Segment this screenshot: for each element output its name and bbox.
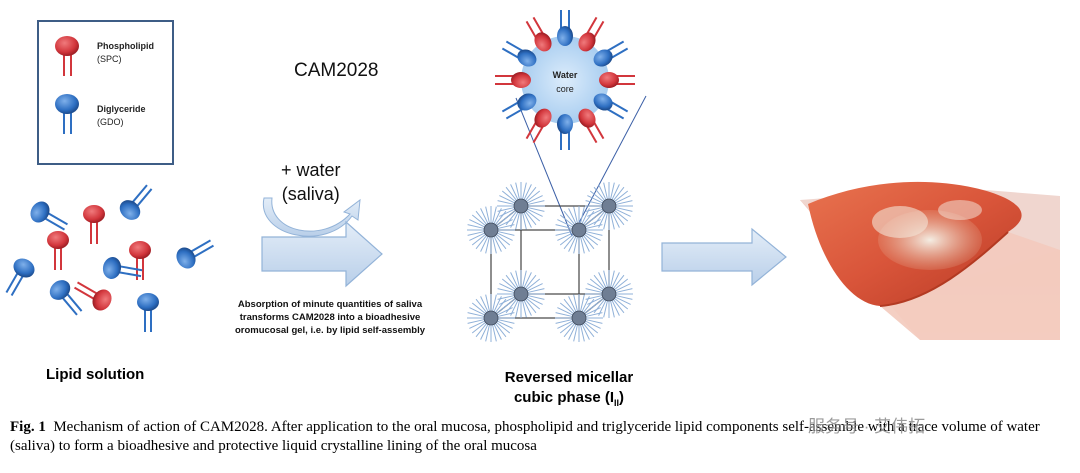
lattice-micelle-node — [555, 206, 603, 254]
micelle-phospholipid — [599, 72, 635, 88]
micelle-diglyceride — [593, 93, 629, 120]
svg-text:Water: Water — [553, 70, 578, 80]
phospholipid-icon — [55, 36, 79, 76]
legend-item-phospholipid: Phospholipid (SPC) — [97, 41, 154, 64]
lattice-micelle-node — [467, 294, 515, 342]
micelle-phospholipid — [525, 16, 552, 52]
diglyceride-icon — [55, 94, 79, 134]
svg-text:core: core — [556, 84, 574, 94]
micelle-diglyceride — [557, 114, 573, 150]
caption-text: Mechanism of action of CAM2028. After ap… — [10, 419, 1040, 454]
reverse-micelle — [495, 10, 647, 237]
transform-arrow — [261, 220, 383, 288]
water-curve-arrow — [262, 197, 361, 237]
lattice-micelle-node — [497, 270, 545, 318]
application-arrow — [661, 227, 787, 287]
watermark: 服务号 · 艾伟拓 — [808, 417, 926, 436]
water-core-label: Water core — [553, 70, 578, 94]
lattice-micelle-node — [585, 182, 633, 230]
lattice-micelle-node — [497, 182, 545, 230]
micelle-phospholipid — [495, 72, 531, 88]
lipid-solution-label: Lipid solution — [46, 366, 145, 383]
legend-item-diglyceride: Diglyceride (GDO) — [97, 104, 146, 127]
micelle-phospholipid — [525, 108, 552, 144]
lattice-micelle-node — [467, 206, 515, 254]
title-cam2028: CAM2028 — [294, 60, 379, 81]
micelle-phospholipid — [578, 16, 605, 52]
figure-caption: Fig. 1 Mechanism of action of CAM2028. A… — [10, 418, 1070, 456]
cubic-phase-label: Reversed micellar cubic phase (III) — [504, 369, 634, 408]
micelle-phospholipid — [578, 108, 605, 144]
figure-number: Fig. 1 — [10, 419, 46, 435]
cubic-lattice — [467, 182, 633, 342]
oral-mucosa-tissue — [800, 181, 1060, 340]
lattice-micelle-node — [555, 294, 603, 342]
micelle-diglyceride — [501, 40, 537, 67]
legend-box — [37, 20, 174, 165]
absorption-text: Absorption of minute quantities of saliv… — [234, 299, 426, 336]
lattice-micelle-node — [585, 270, 633, 318]
micelle-diglyceride — [557, 10, 573, 46]
micelle-diglyceride — [593, 40, 629, 67]
water-label: + water (saliva) — [281, 160, 341, 204]
micelle-diglyceride — [501, 93, 537, 120]
lipid-molecules — [5, 184, 214, 332]
